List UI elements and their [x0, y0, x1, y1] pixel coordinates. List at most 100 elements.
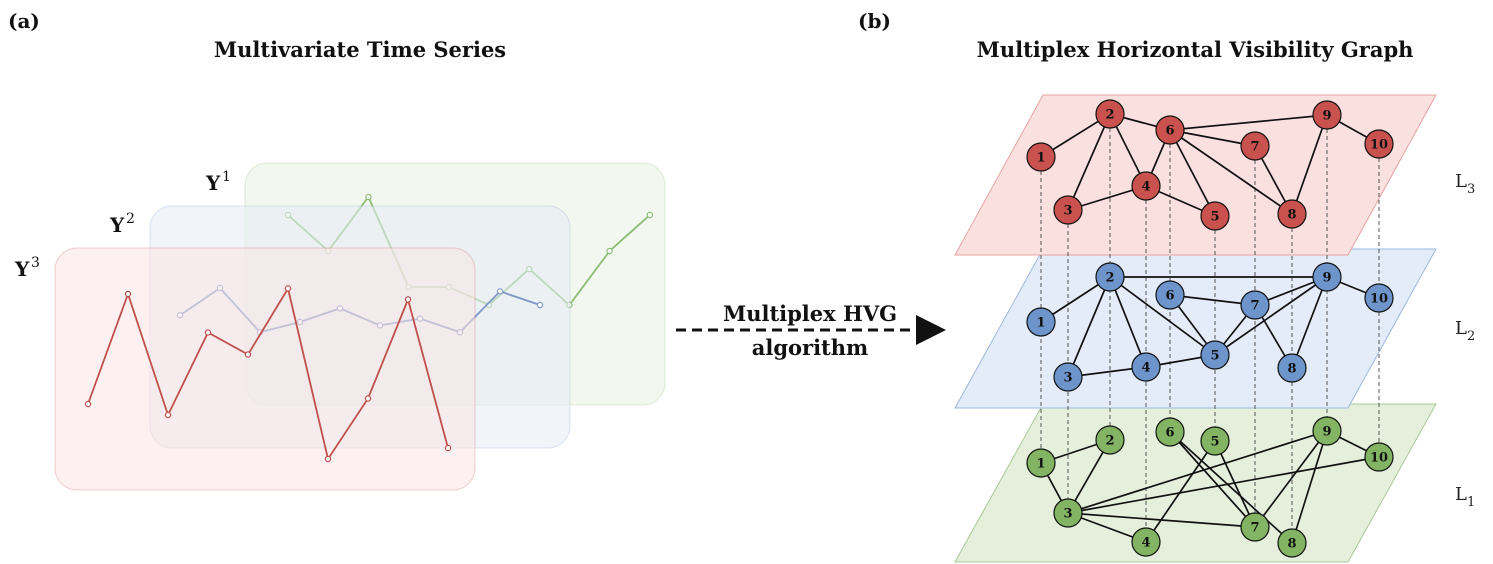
- arrow-label-line1: Multiplex HVG: [723, 301, 897, 326]
- graph-edge: [1169, 431, 1293, 544]
- graph-node: 4: [1131, 527, 1161, 557]
- series-label: Y: [14, 257, 30, 281]
- graph-node-label: 7: [1250, 521, 1259, 536]
- graph-node-circle: [1053, 362, 1083, 392]
- graph-node-label: 8: [1287, 208, 1296, 223]
- series-point: [444, 444, 452, 452]
- graph-node-label: 9: [1322, 109, 1331, 124]
- graph-node-circle: [1053, 498, 1083, 528]
- graph-node-circle: [1131, 527, 1161, 557]
- graph-node: 8: [1277, 528, 1307, 558]
- graph-node-circle: [1240, 512, 1270, 542]
- graph-edge: [1109, 276, 1147, 368]
- series-point: [646, 211, 654, 219]
- series-point: [124, 290, 132, 298]
- graph-node: 5: [1200, 201, 1230, 231]
- layer-label-subscript: 1: [1467, 495, 1475, 510]
- graph-node-label: 7: [1250, 299, 1259, 314]
- graph-edge: [1169, 129, 1216, 217]
- graph-edge: [1169, 431, 1256, 528]
- graph-edge: [1067, 113, 1111, 211]
- graph-node-label: 1: [1036, 151, 1045, 166]
- graph-node: 10: [1364, 283, 1394, 313]
- graph-node-label: 5: [1210, 435, 1219, 450]
- layer-label: L: [1455, 318, 1467, 339]
- series-label-superscript: 1: [222, 169, 231, 185]
- graph-node: 8: [1277, 199, 1307, 229]
- graph-edge: [1254, 430, 1328, 528]
- graph-node-circle: [1095, 99, 1125, 129]
- layer-label-subscript: 2: [1467, 329, 1475, 344]
- graph-edge: [1169, 129, 1293, 215]
- graph-node-label: 8: [1287, 537, 1296, 552]
- series-label: Y: [205, 171, 221, 195]
- graph-node-label: 10: [1370, 292, 1388, 307]
- graph-node-circle: [1364, 129, 1394, 159]
- graph-node: 2: [1095, 262, 1125, 292]
- graph-node-circle: [1155, 417, 1185, 447]
- graph-node-circle: [1026, 307, 1056, 337]
- graph-edge: [1169, 114, 1328, 131]
- graph-edge: [1214, 276, 1328, 356]
- series-point: [496, 288, 504, 295]
- graph-edge: [1291, 276, 1328, 369]
- graph-edge: [1291, 114, 1328, 215]
- graph-node-label: 10: [1370, 138, 1388, 153]
- graph-node-circle: [1026, 448, 1056, 478]
- graph-node: 2: [1095, 425, 1125, 455]
- graph-node-circle: [1312, 262, 1342, 292]
- graph-node: 3: [1053, 498, 1083, 528]
- graph-node-circle: [1200, 426, 1230, 456]
- graph-edge: [1291, 430, 1328, 544]
- graph-node: 3: [1053, 195, 1083, 225]
- graph-node-circle: [1200, 201, 1230, 231]
- graph-node-circle: [1095, 425, 1125, 455]
- graph-node-circle: [1312, 416, 1342, 446]
- graph-node-circle: [1155, 115, 1185, 145]
- graph-node: 10: [1364, 129, 1394, 159]
- graph-node-circle: [1364, 442, 1394, 472]
- graph-node-circle: [1131, 352, 1161, 382]
- graph-node-circle: [1240, 131, 1270, 161]
- graph-node-circle: [1277, 199, 1307, 229]
- graph-node-circle: [1200, 340, 1230, 370]
- series-label-superscript: 3: [31, 255, 40, 271]
- graph-node-label: 4: [1141, 361, 1150, 376]
- series-point: [324, 455, 332, 463]
- graph-node: 5: [1200, 340, 1230, 370]
- graph-node: 7: [1240, 290, 1270, 320]
- graph-node-circle: [1240, 290, 1270, 320]
- series-point: [164, 411, 172, 419]
- graph-node: 2: [1095, 99, 1125, 129]
- hvg-arrow: Multiplex HVG algorithm: [676, 301, 946, 360]
- panel-a-label: (a): [8, 9, 40, 33]
- graph-node: 1: [1026, 307, 1056, 337]
- graph-node-label: 2: [1105, 434, 1114, 449]
- graph-node-label: 1: [1036, 316, 1045, 331]
- graph-node-label: 2: [1105, 271, 1114, 286]
- graph-node-label: 5: [1210, 210, 1219, 225]
- graph-edge: [1214, 440, 1256, 528]
- series-line: [87, 286, 449, 462]
- series-point: [365, 193, 372, 201]
- graph-node-label: 8: [1287, 362, 1296, 377]
- panel-b-label: (b): [858, 9, 891, 33]
- series-point: [84, 400, 92, 408]
- graph-node-circle: [1312, 100, 1342, 130]
- series-point: [536, 301, 544, 309]
- graph-node-label: 7: [1250, 140, 1259, 155]
- graph-node-circle: [1131, 171, 1161, 201]
- graph-edge: [1067, 430, 1328, 514]
- graph-node-label: 4: [1141, 180, 1150, 195]
- graph-node-label: 6: [1165, 426, 1174, 441]
- layer-label: L: [1455, 171, 1467, 192]
- layer-plane: [954, 94, 1437, 256]
- graph-node: 10: [1364, 442, 1394, 472]
- graph-node: 1: [1026, 448, 1056, 478]
- series-point: [204, 329, 212, 336]
- series-point: [364, 395, 372, 402]
